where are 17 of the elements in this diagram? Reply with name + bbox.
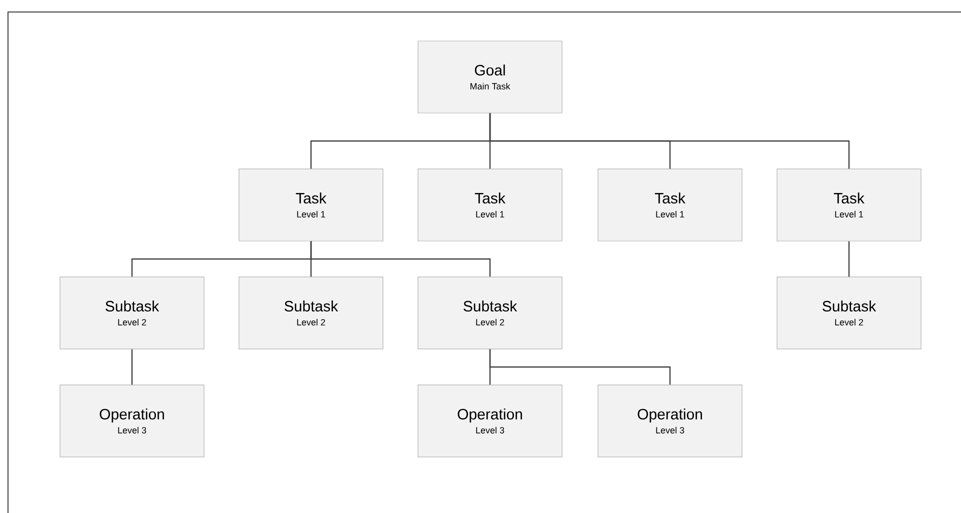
connector	[131, 349, 133, 385]
task-box: Operation Level 3	[60, 384, 204, 458]
task-box: Task Level 1	[238, 168, 384, 242]
connector	[489, 349, 671, 385]
task-box: Subtask Level 2	[776, 276, 922, 350]
task-box: Operation Level 3	[418, 384, 562, 458]
connector	[310, 241, 491, 277]
task-box: Task Level 1	[598, 168, 742, 242]
task-box: Subtask Level 2	[60, 276, 204, 350]
task-box: Subtask Level 2	[238, 276, 384, 350]
task-box: Goal Main Task	[418, 40, 562, 114]
task-box: Task Level 1	[776, 168, 922, 242]
connector	[848, 241, 850, 277]
connector	[489, 113, 850, 169]
task-box: Task Level 1	[418, 168, 562, 242]
task-box: Operation Level 3	[598, 384, 742, 458]
task-box: Subtask Level 2	[418, 276, 562, 350]
